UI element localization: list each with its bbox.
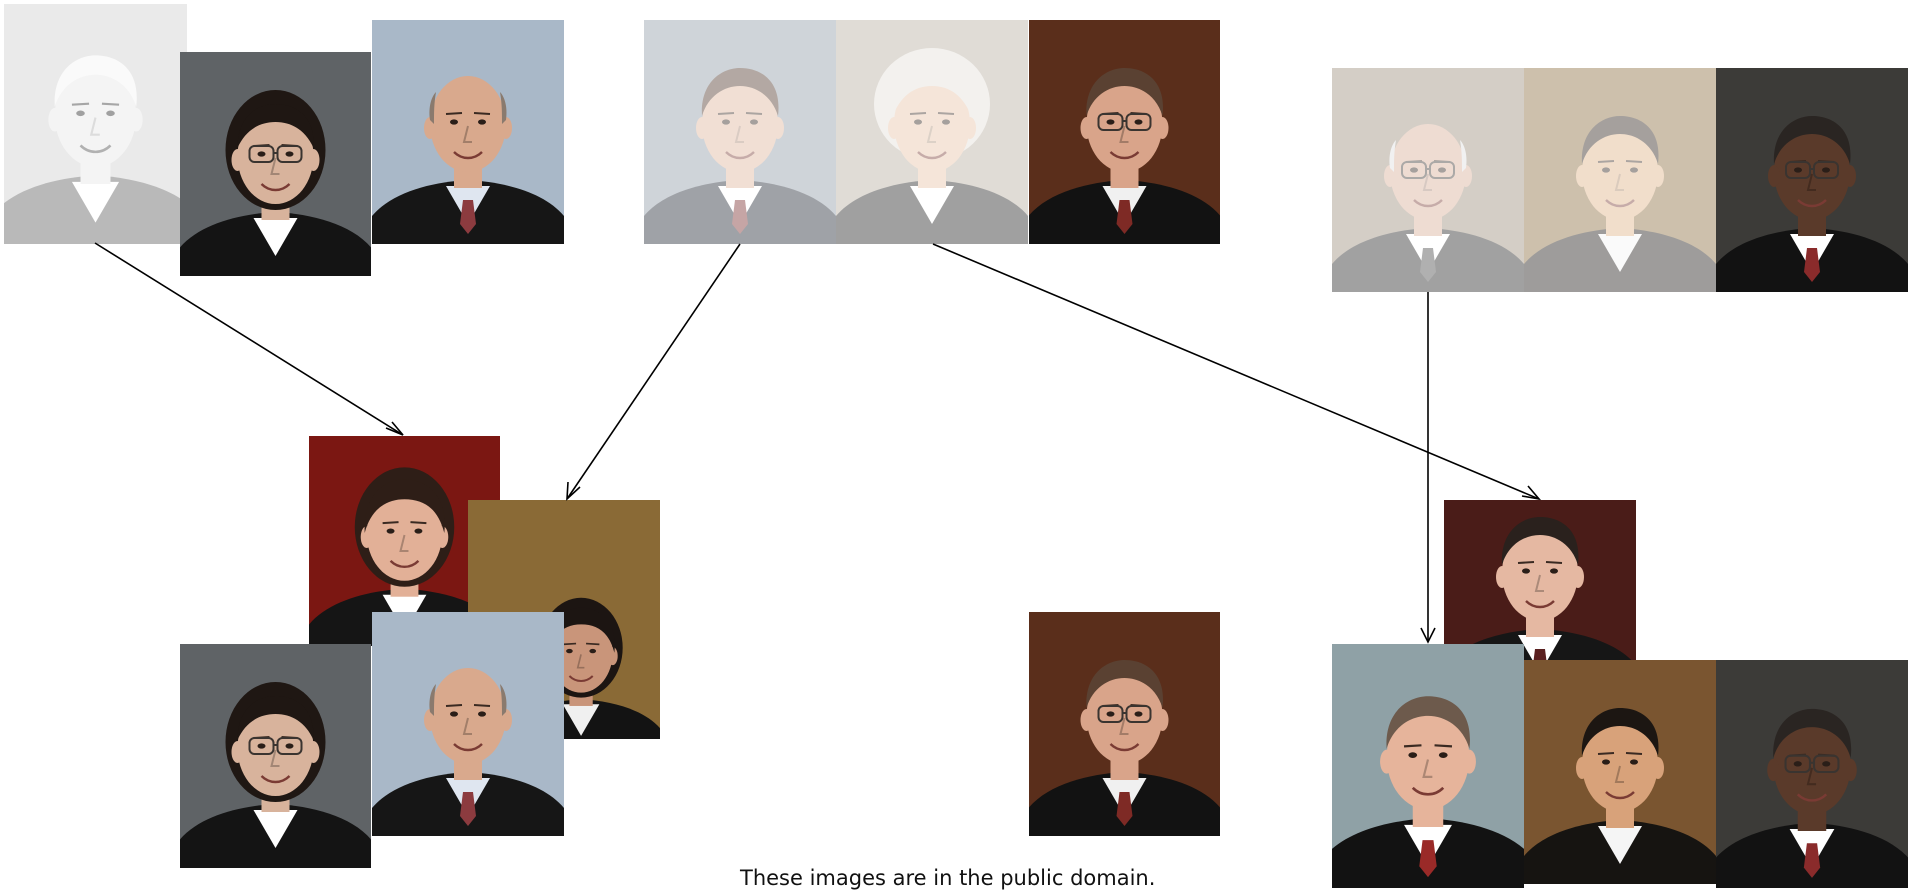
arrow-top-middle-to-bottom-right bbox=[932, 243, 1540, 500]
portrait-drawing bbox=[4, 4, 187, 244]
portrait-top-middle-1 bbox=[644, 20, 836, 244]
arrowhead-3 bbox=[1521, 485, 1542, 501]
arrowhead-2 bbox=[566, 481, 581, 501]
portrait-top-right-1 bbox=[1332, 68, 1524, 292]
portrait-drawing bbox=[1444, 500, 1636, 662]
portrait-drawing bbox=[1029, 20, 1220, 244]
public-domain-caption: These images are in the public domain. bbox=[740, 866, 1156, 890]
portrait-drawing bbox=[180, 644, 371, 868]
portrait-top-left-1 bbox=[4, 4, 187, 244]
portrait-drawing bbox=[644, 20, 836, 244]
portrait-drawing bbox=[180, 52, 371, 276]
portrait-drawing bbox=[372, 612, 564, 836]
portrait-bottom-left-3 bbox=[180, 644, 371, 868]
portrait-bottom-middle bbox=[1029, 612, 1220, 836]
portrait-bottom-right-4 bbox=[1716, 660, 1908, 888]
portrait-top-right-3 bbox=[1716, 68, 1908, 292]
portrait-drawing bbox=[1716, 68, 1908, 292]
arrowhead-1 bbox=[385, 421, 404, 436]
portrait-drawing bbox=[836, 20, 1028, 244]
portrait-drawing bbox=[1332, 644, 1524, 888]
arrowhead-4 bbox=[1420, 627, 1436, 644]
portrait-bottom-right-3 bbox=[1524, 660, 1716, 884]
portrait-drawing bbox=[1524, 68, 1716, 292]
portrait-bottom-right-1 bbox=[1444, 500, 1636, 662]
portrait-top-right-2 bbox=[1524, 68, 1716, 292]
arrow-top-left-to-bottom-left bbox=[94, 242, 404, 436]
portrait-drawing bbox=[1029, 612, 1220, 836]
portrait-bottom-right-2 bbox=[1332, 644, 1524, 888]
portrait-drawing bbox=[1332, 68, 1524, 292]
portrait-top-middle-2 bbox=[836, 20, 1028, 244]
portrait-top-left-3 bbox=[372, 20, 564, 244]
portrait-top-left-2 bbox=[180, 52, 371, 276]
portrait-top-middle-3 bbox=[1029, 20, 1220, 244]
arrow-top-middle-to-bottom-left bbox=[566, 243, 741, 500]
portrait-drawing bbox=[372, 20, 564, 244]
portrait-drawing bbox=[1524, 660, 1716, 884]
portrait-bottom-left-4 bbox=[372, 612, 564, 836]
portrait-drawing bbox=[1716, 660, 1908, 888]
